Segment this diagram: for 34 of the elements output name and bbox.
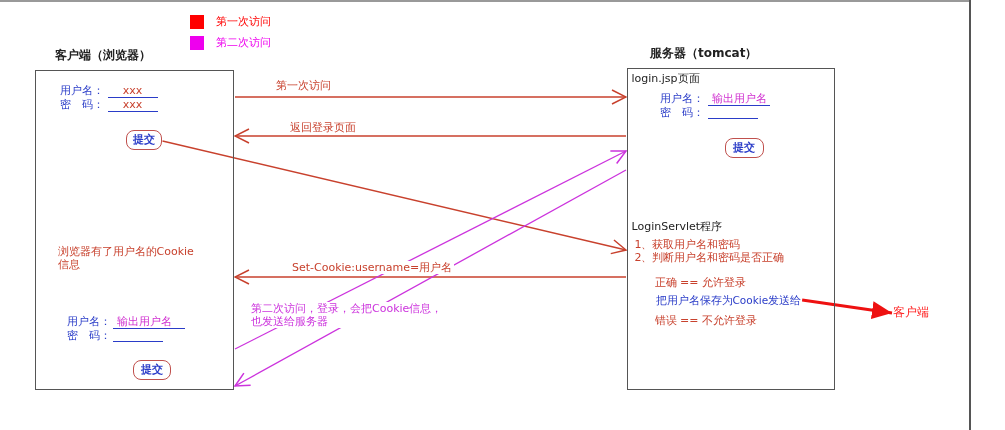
field-label: 用户名： — [66, 314, 111, 328]
arrow — [234, 128, 627, 144]
note-text: 浏览器有了用户名的Cookie信息 — [57, 244, 195, 271]
field-label: 密 码： — [659, 105, 704, 119]
edge-label: 第一次访问 — [274, 79, 333, 92]
panel-heading: 客户端（浏览器） — [55, 49, 151, 62]
arrow — [234, 269, 627, 285]
edge-label: 返回登录页面 — [288, 121, 358, 134]
note-text: 1、获取用户名和密码 — [634, 237, 741, 251]
submit-button: 提交 — [132, 359, 171, 380]
section-heading: LoginServlet程序 — [631, 219, 723, 233]
arrow — [801, 298, 893, 320]
note-text: 把用户名保存为Cookie发送给 — [655, 293, 802, 307]
input-field: xxx — [107, 97, 158, 112]
note-text: 正确 == 允许登录 — [654, 275, 746, 289]
legend-label: 第二次访问 — [216, 36, 271, 49]
field-label: 密 码： — [59, 97, 104, 111]
submit-button: 提交 — [125, 129, 162, 150]
note-text: 2、判断用户名和密码是否正确 — [634, 250, 785, 264]
field-label: 密 码： — [66, 328, 111, 342]
section-heading: login.jsp页面 — [631, 71, 700, 85]
field-label: 用户名： — [659, 91, 704, 105]
input-field: 输出用户名 — [707, 91, 770, 106]
callout-text: 客户端 — [893, 306, 929, 319]
arrow — [161, 140, 627, 255]
submit-button: 提交 — [724, 137, 764, 158]
legend-label: 第一次访问 — [216, 15, 271, 28]
input-field: 输出用户名 — [112, 314, 185, 329]
note-text: 错误 == 不允许登录 — [654, 313, 757, 327]
panel-heading: 服务器（tomcat） — [650, 47, 758, 60]
arrow — [234, 89, 627, 105]
edge-label: Set-Cookie:username=用户名 — [290, 261, 455, 274]
input-field: xxx — [107, 83, 158, 98]
field-label: 用户名： — [59, 83, 104, 97]
